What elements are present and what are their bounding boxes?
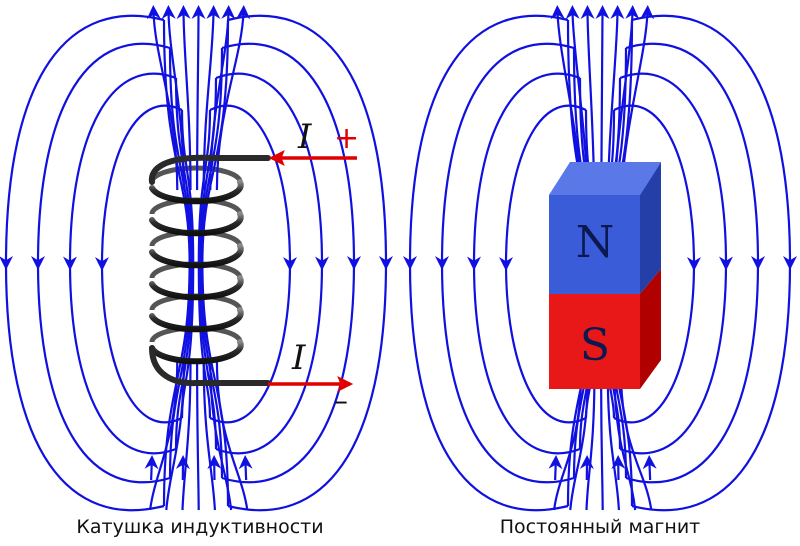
coil-turn-front-0 bbox=[149, 179, 244, 205]
coil-bottom-line-0 bbox=[149, 359, 179, 511]
coil-loop-left-0-outer-a bbox=[0, 14, 165, 270]
coil-loop-right-2-outer-b bbox=[215, 263, 324, 455]
magnet-loop-left-1-outer-b bbox=[440, 262, 575, 484]
magnet-loop-right-2-outer-a bbox=[619, 72, 733, 271]
magnet-bottom-line-2 bbox=[585, 368, 596, 511]
coil-caption: Катушка индуктивности bbox=[76, 516, 324, 538]
magnet-loop-left-0-outer-a bbox=[403, 14, 569, 270]
coil-start-wire bbox=[148, 154, 215, 185]
coil-top-line-2 bbox=[176, 5, 192, 191]
coil-turn-back-0 bbox=[149, 165, 243, 183]
current-out-label: I bbox=[291, 338, 306, 378]
magnet-bottom-line-1 bbox=[569, 368, 589, 511]
coil-turn-front-4 bbox=[149, 307, 244, 333]
current-in-label: I bbox=[297, 117, 312, 157]
magnet-loop-left-2-outer-a bbox=[467, 72, 581, 271]
coil-loop-right-0-outer-a bbox=[227, 14, 393, 270]
coil-turn-front-5 bbox=[149, 339, 244, 365]
coil-top-line-1 bbox=[161, 5, 185, 191]
coil-top-line-4 bbox=[202, 5, 221, 191]
current-in-sign: + bbox=[334, 121, 359, 156]
magnet-north-side bbox=[640, 162, 661, 294]
coil-end-wire bbox=[149, 345, 199, 387]
coil-loop-left-1-outer-b bbox=[36, 262, 171, 484]
coil-loop-right-1-outer-b bbox=[221, 262, 356, 484]
magnet-loop-left-3-outer-a bbox=[499, 104, 587, 271]
magnet-caption: Постоянный магнит bbox=[499, 516, 701, 538]
magnet-loop-right-2-outer-b bbox=[619, 263, 728, 455]
magnet-loop-left-3-outer-b bbox=[504, 263, 587, 424]
magnet-south-side bbox=[640, 269, 661, 389]
magnet-south-front bbox=[549, 294, 640, 389]
coil-loop-right-3-outer-a bbox=[209, 104, 297, 271]
permanent-magnet-diagram: N S bbox=[403, 5, 797, 512]
magnet-loop-right-3-outer-a bbox=[613, 104, 701, 271]
magnet-bottom-arrow-6 bbox=[642, 455, 657, 481]
coil-loop-left-2-outer-b bbox=[68, 263, 177, 455]
coil-loop-left-3-outer-b bbox=[100, 263, 183, 424]
magnet-bottom-line-4 bbox=[606, 368, 620, 511]
magnet-bottom-line-5 bbox=[613, 368, 637, 511]
coil-field-lines bbox=[0, 5, 393, 512]
coil-top-line-6 bbox=[215, 5, 251, 191]
magnet-loop-right-1-outer-b bbox=[625, 262, 760, 484]
magnet-loop-right-0-outer-a bbox=[631, 14, 797, 270]
magnet-bottom-line-0 bbox=[553, 368, 583, 511]
magnet-bottom-line-3 bbox=[600, 368, 604, 511]
coil-loop-right-3-outer-b bbox=[209, 263, 292, 424]
coil-loop-left-0-outer-b bbox=[4, 262, 165, 512]
magnet-bottom-line-6 bbox=[619, 368, 653, 511]
magnet-loop-left-1-outer-a bbox=[435, 42, 575, 270]
coil-loop-left-1-outer-a bbox=[31, 42, 171, 270]
magnet-loop-left-2-outer-b bbox=[472, 263, 581, 455]
magnet-north-front bbox=[549, 195, 640, 294]
inductor-coil-diagram: I + I – bbox=[0, 5, 393, 512]
coil-loop-right-2-outer-a bbox=[215, 72, 329, 271]
coil-front-windings bbox=[148, 154, 244, 387]
magnet-loop-right-3-outer-b bbox=[613, 263, 696, 424]
magnet-loop-right-1-outer-a bbox=[625, 42, 765, 270]
current-out-sign: – bbox=[334, 384, 348, 417]
coil-loop-left-2-outer-a bbox=[63, 72, 177, 271]
magnet-top-face-fill bbox=[549, 162, 661, 195]
coil-top-line-5 bbox=[209, 5, 236, 191]
magnet-loop-left-0-outer-b bbox=[408, 262, 569, 512]
coil-loop-right-0-outer-b bbox=[227, 262, 388, 512]
coil-top-line-3 bbox=[191, 5, 206, 191]
magnet-loop-right-0-outer-b bbox=[631, 262, 792, 512]
coil-bottom-arrow-6 bbox=[238, 455, 253, 481]
magnet-south-label: S bbox=[580, 320, 610, 371]
coil-loop-left-1-inner-a bbox=[168, 262, 192, 479]
magnet-north-label: N bbox=[576, 217, 615, 268]
bar-magnet: N S bbox=[549, 162, 661, 389]
magnet-bottom-arrow-0 bbox=[548, 455, 563, 481]
coil-loop-left-3-outer-a bbox=[95, 104, 183, 271]
coil-bottom-arrow-0 bbox=[144, 455, 159, 481]
coil-loop-right-1-outer-a bbox=[221, 42, 361, 270]
coil-bottom-line-1 bbox=[165, 359, 185, 511]
coil-turn-front-2 bbox=[149, 243, 244, 269]
coil-turn-front-1 bbox=[149, 211, 244, 237]
coil-turn-front-3 bbox=[149, 275, 244, 301]
